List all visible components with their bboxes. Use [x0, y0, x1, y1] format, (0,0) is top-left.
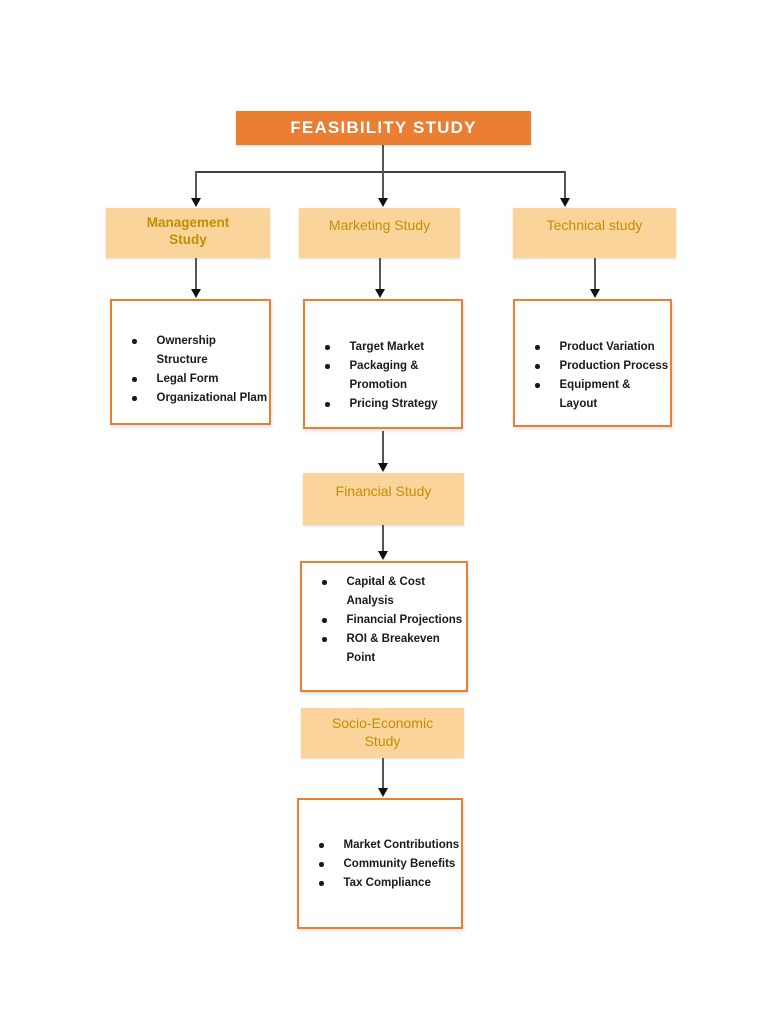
- arrowhead-socio-panel-icon: [377, 788, 388, 797]
- bullet-dot-icon: [319, 862, 324, 867]
- list-item: Ownership Structure: [120, 332, 269, 370]
- marketing-study-label: Marketing Study: [328, 217, 431, 233]
- marketing-item-list: Target Market Packaging & Promotion Pric…: [305, 338, 461, 414]
- bullet-dot-icon: [319, 881, 324, 886]
- bullet-dot-icon: [325, 364, 330, 369]
- financial-item-3: ROI & Breakeven Point: [346, 633, 440, 664]
- panel-financial-items: Capital & Cost Analysis Financial Projec…: [300, 561, 468, 692]
- list-item: ROI & Breakeven Point: [310, 630, 466, 668]
- bullet-dot-icon: [322, 637, 327, 642]
- node-marketing-study: Marketing Study: [299, 208, 460, 258]
- connector-socio-panel: [382, 758, 384, 789]
- socio-economic-study-label: Socio-Economic Study: [331, 715, 434, 749]
- list-item: Packaging & Promotion: [313, 357, 461, 395]
- connector-technical-panel: [594, 258, 596, 290]
- list-item: Community Benefits: [307, 855, 461, 874]
- panel-management-items: Ownership Structure Legal Form Organizat…: [110, 299, 271, 425]
- technical-item-1: Product Variation: [559, 341, 655, 353]
- financial-item-2: Financial Projections: [346, 614, 463, 626]
- connector-financial-panel: [382, 525, 384, 552]
- arrowhead-marketing-panel-icon: [374, 289, 385, 298]
- node-management-study: Management Study: [106, 208, 270, 258]
- bullet-dot-icon: [322, 580, 327, 585]
- arrowhead-management-icon: [190, 198, 201, 207]
- arrowhead-management-panel-icon: [190, 289, 201, 298]
- bullet-dot-icon: [535, 364, 540, 369]
- node-financial-study: Financial Study: [303, 473, 464, 525]
- socio-item-1: Market Contributions: [343, 839, 460, 851]
- bullet-dot-icon: [132, 377, 137, 382]
- list-item: Organizational Plam: [120, 389, 269, 408]
- bullet-dot-icon: [132, 396, 137, 401]
- management-study-label: Management Study: [146, 215, 230, 247]
- list-item: Capital & Cost Analysis: [310, 573, 466, 611]
- list-item: Production Process: [523, 357, 670, 376]
- arrowhead-financial-panel-icon: [377, 551, 388, 560]
- management-item-2: Legal Form: [156, 373, 219, 385]
- bullet-dot-icon: [535, 383, 540, 388]
- list-item: Financial Projections: [310, 611, 466, 630]
- financial-study-label: Financial Study: [335, 483, 432, 499]
- technical-item-2: Production Process: [559, 360, 669, 372]
- financial-item-list: Capital & Cost Analysis Financial Projec…: [302, 573, 466, 668]
- list-item: Tax Compliance: [307, 874, 461, 893]
- panel-socio-economic-items: Market Contributions Community Benefits …: [297, 798, 463, 929]
- node-technical-study: Technical study: [513, 208, 676, 258]
- connector-marketing-panel: [379, 258, 381, 290]
- connector-root-stem: [382, 145, 384, 171]
- list-item: Legal Form: [120, 370, 269, 389]
- marketing-item-3: Pricing Strategy: [349, 398, 438, 410]
- bullet-dot-icon: [325, 402, 330, 407]
- bullet-dot-icon: [535, 345, 540, 350]
- bullet-dot-icon: [322, 618, 327, 623]
- feasibility-study-label: FEASIBILITY STUDY: [290, 118, 477, 137]
- panel-marketing-items: Target Market Packaging & Promotion Pric…: [303, 299, 463, 429]
- marketing-item-2: Packaging & Promotion: [349, 360, 419, 391]
- bullet-dot-icon: [132, 339, 137, 344]
- technical-item-3: Equipment & Layout: [559, 379, 631, 410]
- list-item: Equipment & Layout: [523, 376, 670, 414]
- list-item: Market Contributions: [307, 836, 461, 855]
- list-item: Target Market: [313, 338, 461, 357]
- management-item-3: Organizational Plam: [156, 392, 268, 404]
- connector-drop-marketing: [382, 171, 384, 198]
- socio-economic-item-list: Market Contributions Community Benefits …: [299, 836, 461, 893]
- technical-item-list: Product Variation Production Process Equ…: [515, 338, 670, 414]
- financial-item-1: Capital & Cost Analysis: [346, 576, 426, 607]
- connector-drop-management: [195, 171, 197, 198]
- arrowhead-technical-panel-icon: [589, 289, 600, 298]
- management-item-1: Ownership Structure: [156, 335, 216, 366]
- panel-technical-items: Product Variation Production Process Equ…: [513, 299, 672, 427]
- list-item: Pricing Strategy: [313, 395, 461, 414]
- technical-study-label: Technical study: [546, 217, 643, 233]
- arrowhead-technical-icon: [559, 198, 570, 207]
- socio-item-2: Community Benefits: [343, 858, 456, 870]
- connector-branch-bar: [195, 171, 565, 173]
- bullet-dot-icon: [325, 345, 330, 350]
- node-socio-economic-study: Socio-Economic Study: [301, 708, 464, 758]
- node-feasibility-study: FEASIBILITY STUDY: [236, 111, 531, 145]
- connector-marketing-financial: [382, 431, 384, 464]
- connector-drop-technical: [564, 171, 566, 198]
- marketing-item-1: Target Market: [349, 341, 425, 353]
- socio-item-3: Tax Compliance: [343, 877, 431, 889]
- connector-management-panel: [195, 258, 197, 290]
- arrowhead-financial-icon: [377, 463, 388, 472]
- list-item: Product Variation: [523, 338, 670, 357]
- management-item-list: Ownership Structure Legal Form Organizat…: [112, 332, 269, 408]
- bullet-dot-icon: [319, 843, 324, 848]
- arrowhead-marketing-icon: [377, 198, 388, 207]
